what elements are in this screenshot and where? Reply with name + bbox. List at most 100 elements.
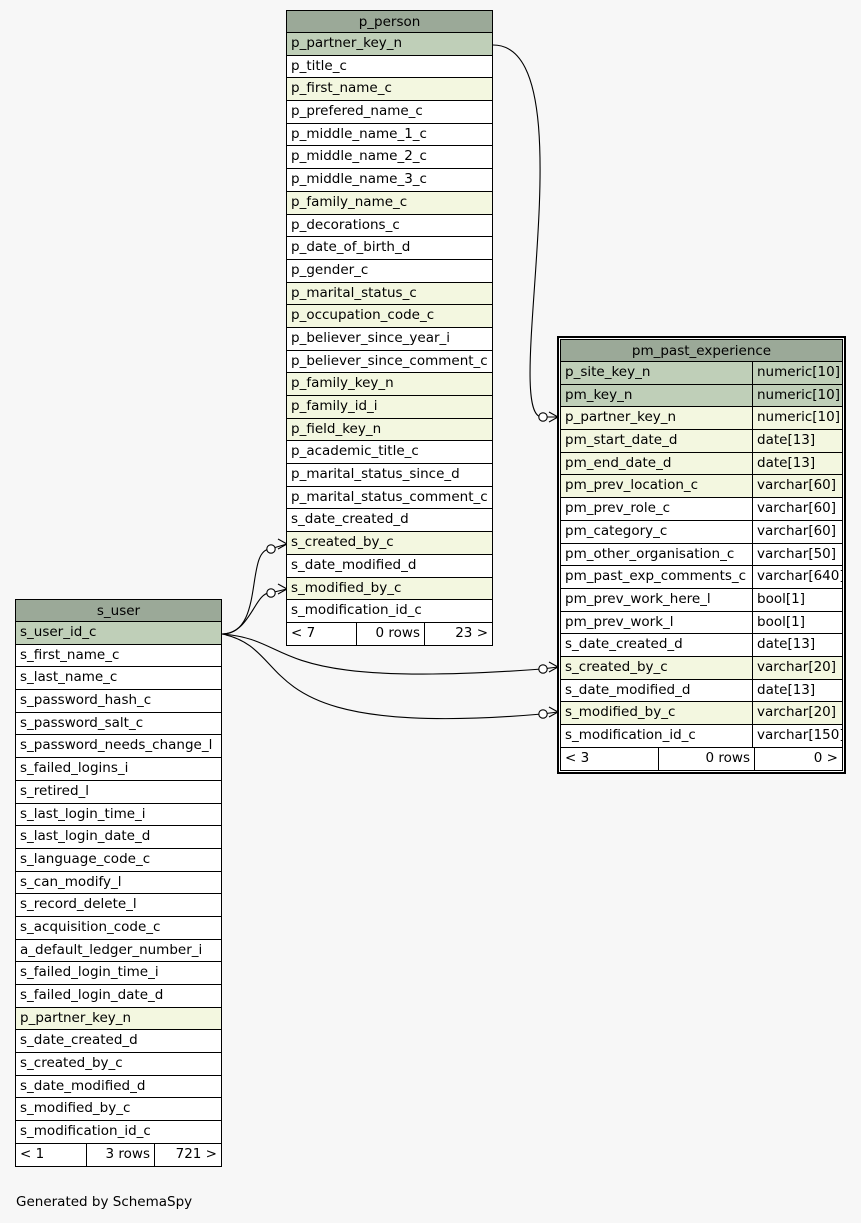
column-row[interactable]: s_language_code_c bbox=[16, 848, 221, 872]
parents-link[interactable]: < 7 bbox=[291, 624, 316, 641]
column-name: s_created_by_c bbox=[565, 658, 668, 675]
column-row[interactable]: s_modified_by_c bbox=[287, 577, 492, 601]
parents-link[interactable]: < 3 bbox=[565, 749, 590, 766]
column-row[interactable]: s_created_by_c bbox=[287, 532, 492, 555]
column-row[interactable]: s_password_hash_c bbox=[16, 690, 221, 713]
column-row[interactable]: p_academic_title_c bbox=[287, 441, 492, 465]
column-row[interactable]: p_middle_name_1_c bbox=[287, 123, 492, 147]
optional-marker bbox=[266, 544, 276, 554]
column-row[interactable]: s_record_delete_l bbox=[16, 894, 221, 917]
column-row[interactable]: p_field_key_n bbox=[287, 418, 492, 442]
column-type: numeric[10] bbox=[752, 407, 842, 430]
column-row[interactable]: s_date_modified_d bbox=[287, 554, 492, 578]
column-row[interactable]: p_believer_since_comment_c bbox=[287, 350, 492, 374]
column-row[interactable]: s_user_id_c bbox=[16, 622, 221, 645]
column-name: s_modified_by_c bbox=[291, 579, 402, 596]
column-row[interactable]: p_partner_key_n bbox=[287, 33, 492, 56]
column-row[interactable]: a_default_ledger_number_i bbox=[16, 939, 221, 963]
column-name: s_last_login_time_i bbox=[20, 805, 146, 822]
column-row[interactable]: s_modification_id_c bbox=[16, 1121, 221, 1144]
column-row[interactable]: p_date_of_birth_d bbox=[287, 237, 492, 260]
column-name: p_title_c bbox=[291, 57, 347, 74]
column-row[interactable]: p_decorations_c bbox=[287, 214, 492, 238]
column-row[interactable]: s_last_login_date_d bbox=[16, 826, 221, 849]
column-row[interactable]: s_date_created_d bbox=[16, 1030, 221, 1054]
column-row[interactable]: s_date_created_d bbox=[287, 509, 492, 533]
column-row[interactable]: s_failed_logins_i bbox=[16, 758, 221, 781]
crowfoot-marker bbox=[548, 411, 560, 423]
table-title[interactable]: p_person bbox=[287, 11, 492, 33]
column-row[interactable]: p_marital_status_since_d bbox=[287, 464, 492, 487]
column-name: p_middle_name_3_c bbox=[291, 171, 427, 188]
column-row[interactable]: s_password_needs_change_l bbox=[16, 735, 221, 759]
column-row[interactable]: s_modification_id_c bbox=[287, 600, 492, 623]
column-row[interactable]: p_middle_name_2_c bbox=[287, 146, 492, 170]
column-row[interactable]: s_first_name_c bbox=[16, 644, 221, 668]
column-row[interactable]: p_middle_name_3_c bbox=[287, 169, 492, 192]
children-link[interactable]: 721 > bbox=[154, 1143, 221, 1166]
column-row[interactable]: s_created_by_c bbox=[16, 1053, 221, 1076]
column-row[interactable]: p_prefered_name_c bbox=[287, 101, 492, 124]
table-title[interactable]: s_user bbox=[16, 600, 221, 622]
column-row[interactable]: p_family_name_c bbox=[287, 191, 492, 215]
column-name: s_user_id_c bbox=[20, 624, 97, 640]
column-row[interactable]: p_marital_status_c bbox=[287, 282, 492, 306]
column-row[interactable]: p_marital_status_comment_c bbox=[287, 486, 492, 510]
column-name: p_decorations_c bbox=[291, 216, 400, 233]
column-row[interactable]: s_date_modified_d bbox=[16, 1075, 221, 1099]
column-row[interactable]: p_family_key_n bbox=[287, 373, 492, 396]
table-title[interactable]: pm_past_experience bbox=[561, 340, 842, 362]
column-row[interactable]: s_retired_l bbox=[16, 780, 221, 804]
column-name: p_believer_since_comment_c bbox=[291, 352, 488, 369]
parents-link[interactable]: < 1 bbox=[20, 1145, 45, 1162]
column-row[interactable]: p_title_c bbox=[287, 55, 492, 79]
column-row[interactable]: p_partner_key_n bbox=[16, 1007, 221, 1031]
column-row[interactable]: p_gender_c bbox=[287, 259, 492, 283]
column-name: p_gender_c bbox=[291, 261, 369, 278]
column-name: p_family_id_i bbox=[291, 398, 378, 414]
column-row[interactable]: s_last_name_c bbox=[16, 667, 221, 691]
column-row[interactable]: s_can_modify_l bbox=[16, 871, 221, 895]
column-name: s_date_modified_d bbox=[20, 1077, 146, 1094]
children-link[interactable]: 23 > bbox=[424, 622, 492, 645]
column-row[interactable]: s_modified_by_c bbox=[16, 1098, 221, 1122]
column-type: date[13] bbox=[752, 634, 842, 656]
column-name: s_language_code_c bbox=[20, 850, 151, 867]
column-row[interactable]: p_family_id_i bbox=[287, 396, 492, 419]
column-name: s_modification_id_c bbox=[565, 727, 696, 743]
column-row[interactable]: s_last_login_time_i bbox=[16, 803, 221, 827]
column-row[interactable]: p_occupation_code_c bbox=[287, 305, 492, 328]
column-row[interactable]: s_failed_login_date_d bbox=[16, 985, 221, 1008]
crowfoot-marker bbox=[548, 706, 560, 718]
column-row[interactable]: s_acquisition_code_c bbox=[16, 916, 221, 940]
column-name: p_believer_since_year_i bbox=[291, 329, 451, 346]
column-row[interactable]: p_believer_since_year_i bbox=[287, 327, 492, 351]
optional-marker bbox=[538, 664, 548, 674]
children-link[interactable]: 0 > bbox=[754, 747, 842, 770]
column-row[interactable]: s_password_salt_c bbox=[16, 712, 221, 736]
column-row[interactable]: s_failed_login_time_i bbox=[16, 962, 221, 985]
column-row[interactable]: p_first_name_c bbox=[287, 78, 492, 102]
column-name: s_failed_logins_i bbox=[20, 760, 129, 777]
